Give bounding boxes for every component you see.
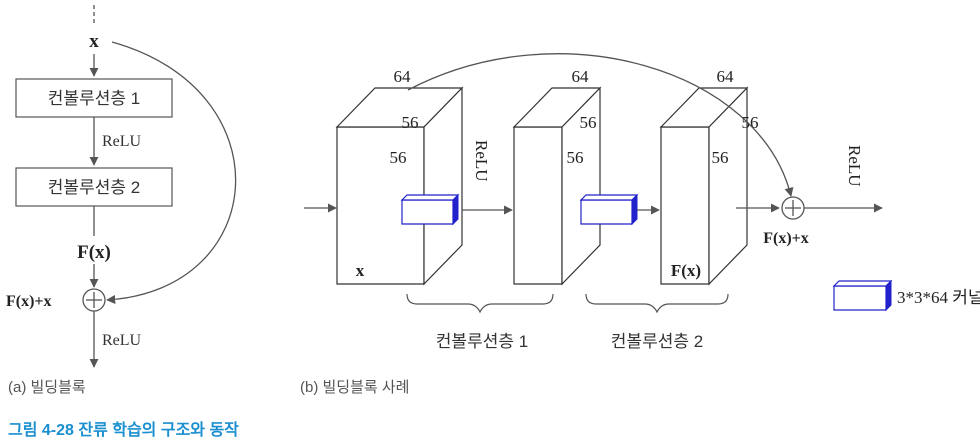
block3-depth: 64	[717, 67, 735, 86]
sum-label-a: F(x)+x	[6, 293, 52, 310]
sum-label-b: F(x)+x	[763, 230, 809, 247]
conv-layer-2-label: 컨볼루션층 2	[48, 178, 140, 197]
block2-height: 56	[580, 113, 597, 132]
fx-label: F(x)	[77, 242, 111, 263]
sum-node-b	[781, 196, 805, 220]
kernel-cube-1	[400, 193, 460, 226]
brace-label-conv2: 컨볼루션층 2	[611, 332, 703, 351]
caption-a: (a) 빌딩블록	[8, 379, 86, 396]
sum-node-a	[82, 288, 106, 312]
legend-kernel-icon	[832, 279, 893, 312]
block3-width: 56	[712, 148, 729, 167]
figure-caption: 그림 4-28 잔류 학습의 구조와 동작	[8, 420, 239, 439]
relu-label-b-out: ReLU	[845, 145, 864, 187]
block2-width: 56	[567, 148, 584, 167]
block3-height: 56	[742, 113, 759, 132]
conv-layer-2-box	[15, 167, 173, 207]
feature-block-3	[659, 86, 749, 286]
relu-label-a-out: ReLU	[102, 332, 142, 349]
relu-label-b-mid: ReLU	[472, 140, 491, 182]
caption-b: (b) 빌딩블록 사례	[300, 379, 409, 396]
kernel-cube-2	[579, 193, 639, 226]
panel-b-example: 64 56 56 x ReLU 64 56 56	[300, 53, 980, 396]
block1-x-label: x	[356, 261, 365, 280]
conv-layer-1-label: 컨볼루션층 1	[48, 89, 140, 108]
block2-depth: 64	[572, 67, 590, 86]
block1-width: 56	[390, 148, 407, 167]
skip-connection-arc-b	[407, 53, 794, 197]
skip-connection-arc-a	[106, 41, 237, 305]
block1-height: 56	[402, 113, 419, 132]
brace-label-conv1: 컨볼루션층 1	[436, 332, 528, 351]
panel-a-building-block: x 컨볼루션층 1 ReLU 컨볼루션층 2 F(x) F(x)+x ReLU …	[6, 5, 237, 396]
legend-kernel-label: 3*3*64 커널	[897, 288, 980, 307]
brace-conv2	[585, 293, 729, 314]
block3-fx-label: F(x)	[671, 261, 701, 280]
conv-layer-1-box	[15, 78, 173, 118]
feature-block-1	[335, 86, 464, 286]
feature-block-2	[512, 86, 602, 286]
brace-conv1	[406, 293, 554, 314]
relu-label-a-mid: ReLU	[102, 133, 142, 150]
input-x-label: x	[89, 31, 99, 52]
block1-depth: 64	[394, 67, 412, 86]
